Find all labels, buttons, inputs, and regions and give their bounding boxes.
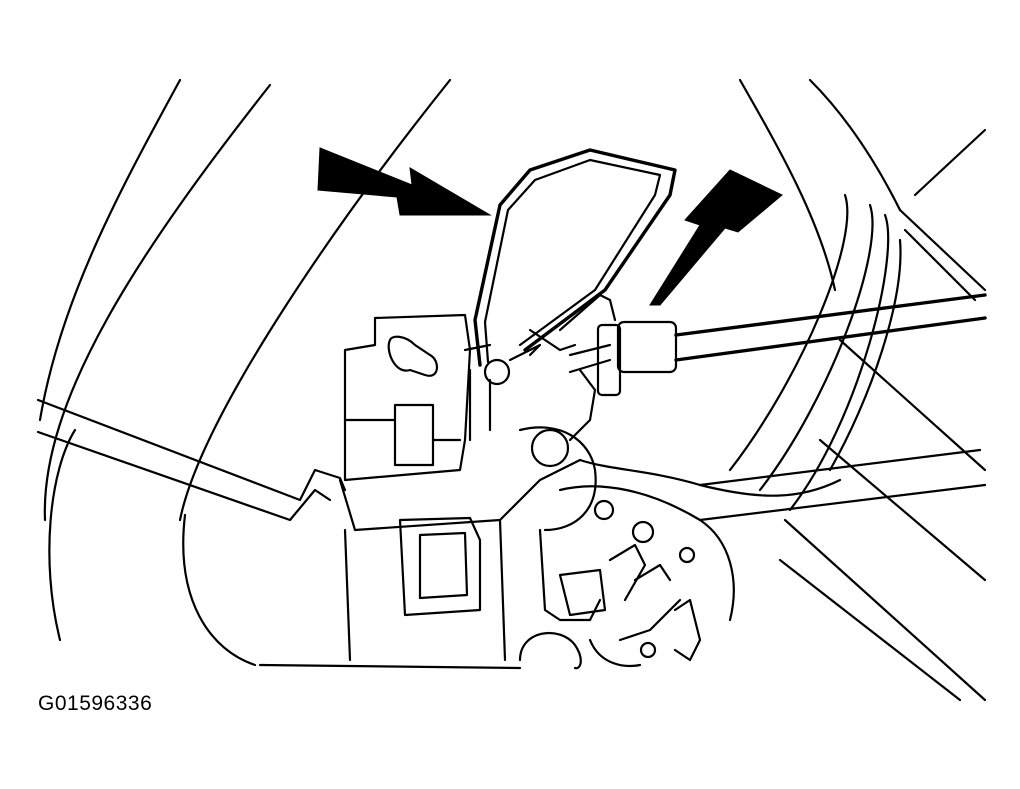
door-rod xyxy=(36,398,347,522)
figure-id-label: G01596336 xyxy=(38,692,153,715)
lock-rod-clip xyxy=(463,148,677,442)
door-panel-outline xyxy=(38,78,987,670)
cable-end xyxy=(558,293,987,442)
panel-edge-lines xyxy=(778,338,987,702)
arrow-left-callout xyxy=(317,147,492,216)
latch-assembly xyxy=(338,313,987,670)
arrow-right-callout xyxy=(649,169,783,306)
